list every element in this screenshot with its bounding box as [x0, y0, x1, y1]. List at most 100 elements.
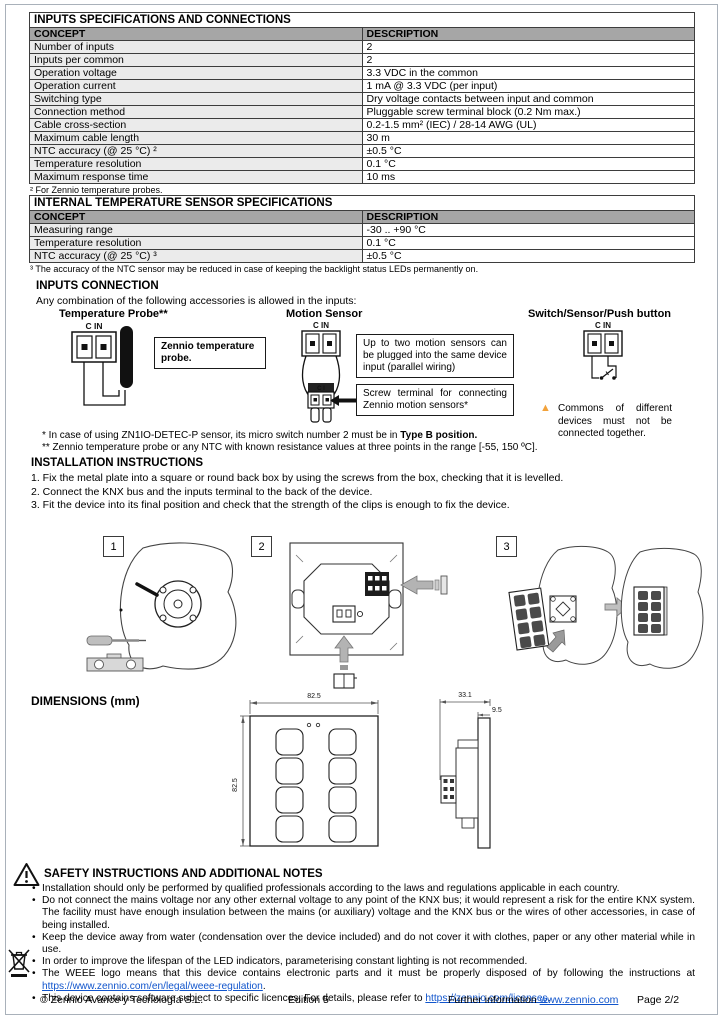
- figure-number-3: 3: [496, 536, 517, 557]
- bullet-suffix: .: [547, 992, 551, 1004]
- corner-marks: [295, 554, 398, 651]
- motion-sensor-diagram: C IN C I: [301, 321, 341, 423]
- installation-steps: 1. Fix the metal plate into a square or …: [31, 472, 563, 513]
- front-buttons: [275, 728, 357, 843]
- installation-step: 1. Fix the metal plate into a square or …: [31, 472, 564, 484]
- temperature-probe-note: Zennio temperature probe.: [154, 337, 266, 369]
- dim-width-line: [249, 700, 379, 714]
- arrowhead: [478, 713, 483, 717]
- right-clip: [388, 589, 402, 609]
- dot: [119, 608, 123, 612]
- figure-number-2: 2: [251, 536, 272, 557]
- concept-cell: Maximum cable length: [29, 131, 363, 145]
- concept-cell: Operation current: [29, 79, 363, 93]
- bullet-text: The WEEE logo means that this device con…: [42, 968, 695, 980]
- footer-edition: Edition 5: [288, 994, 329, 1006]
- connection-footnote-2: ** Zennio temperature probe or any NTC w…: [42, 442, 538, 453]
- further-info-text: Further information: [448, 994, 540, 1006]
- inputs-connection-intro: Any combination of the following accesso…: [36, 295, 357, 307]
- installation-step: 2. Connect the KNX bus and the inputs te…: [31, 485, 373, 498]
- arrow-up-icon: [334, 635, 354, 663]
- licenses-link[interactable]: https://zennio.com/licenses: [425, 992, 548, 1004]
- sensor-table-footnote: ³ The accuracy of the NTC sensor may be …: [30, 264, 479, 274]
- dimensions-heading: DIMENSIONS (mm): [31, 694, 140, 708]
- switch-warning-note: ▲ Commons of different devices must not …: [540, 402, 672, 441]
- dimensions-side-view: 33.1 9.5: [439, 692, 502, 849]
- column-header-concept: CONCEPT: [29, 27, 363, 41]
- description-cell: -30 .. +90 °C: [361, 223, 695, 237]
- sensor-terminal-band: [308, 383, 334, 392]
- concept-cell: Operation voltage: [29, 66, 363, 80]
- warning-triangle-icon: [13, 863, 40, 886]
- description-cell: 0.1 °C: [361, 157, 695, 171]
- concept-cell: NTC accuracy (@ 25 °C) ²: [29, 144, 363, 158]
- description-cell: ±0.5 °C: [361, 144, 695, 158]
- concept-cell: NTC accuracy (@ 25 °C) ³: [29, 249, 363, 263]
- zennio-website-link[interactable]: www.zennio.com: [539, 994, 619, 1006]
- switch-diagram: C IN: [583, 321, 623, 380]
- temperature-probe-diagram: C IN: [71, 321, 133, 406]
- dim-depth-label: 33.1: [458, 692, 472, 699]
- table-row: NTC accuracy (@ 25 °C) ³±0.5 °C: [29, 249, 695, 263]
- table-row: NTC accuracy (@ 25 °C) ²±0.5 °C: [29, 144, 695, 158]
- sensor-terminal-label: C I: [317, 386, 325, 392]
- safety-heading: SAFETY INSTRUCTIONS AND ADDITIONAL NOTES: [44, 868, 323, 880]
- footer-copyright: © Zennio Avance y Tecnología S.L.: [40, 994, 204, 1006]
- dim-height-label: 82.5: [232, 778, 239, 792]
- input-terminal-block: [583, 330, 623, 357]
- mounting-plate-square: [549, 595, 577, 623]
- arrow-left-icon: [330, 395, 356, 406]
- probe-shape: [120, 326, 133, 388]
- led-dot: [306, 722, 312, 728]
- arrow-left-icon: [400, 575, 434, 595]
- description-cell: 0.1 °C: [361, 236, 695, 250]
- switch-sensor-title: Switch/Sensor/Push button: [528, 308, 672, 320]
- front-panel-profile: [477, 717, 491, 849]
- installation-figure-3: [508, 545, 704, 669]
- concept-cell: Connection method: [29, 105, 363, 119]
- concept-cell: Maximum response time: [29, 170, 363, 184]
- screw: [135, 582, 159, 597]
- top-clip: [457, 739, 479, 749]
- dim-panel-label: 9.5: [492, 707, 502, 714]
- safety-bullet: Keep the device away from water (condens…: [29, 932, 695, 956]
- terminal-label: C IN: [86, 321, 103, 331]
- arrowhead: [484, 700, 490, 704]
- arrowhead: [241, 839, 245, 846]
- led-dot: [315, 722, 321, 728]
- weee-regulation-link[interactable]: https://www.zennio.com/en/legal/weee-reg…: [42, 980, 263, 992]
- description-cell: 10 ms: [361, 170, 695, 184]
- plug-piece: [340, 665, 348, 670]
- arrowhead: [241, 716, 245, 723]
- screwdriver-icon: [86, 635, 146, 646]
- input-terminal-block: [301, 330, 341, 357]
- arrow-up-right-icon: [546, 629, 566, 653]
- connection-footnote-1: * In case of using ZN1IO-DETEC-P sensor,…: [42, 430, 477, 442]
- switch-symbol: [591, 356, 617, 380]
- mounted-keypad: [633, 586, 668, 636]
- description-cell: 3.3 VDC in the common: [361, 66, 695, 80]
- device-front-face: [249, 715, 379, 847]
- concept-cell: Switching type: [29, 92, 363, 106]
- mounting-plate: [154, 580, 202, 628]
- description-cell: 2: [361, 40, 695, 54]
- concept-cell: Temperature resolution: [29, 236, 363, 250]
- concept-cell: Temperature resolution: [29, 157, 363, 171]
- temperature-probe-title: Temperature Probe**: [59, 308, 168, 320]
- keypad-device: [508, 587, 550, 651]
- inputs-table-footnote: ² For Zennio temperature probes.: [30, 185, 163, 195]
- installation-heading: INSTALLATION INSTRUCTIONS: [31, 457, 204, 469]
- sensor-screw-terminal: [307, 391, 335, 423]
- inputs-spec-table: INPUTS SPECIFICATIONS AND CONNECTIONS CO…: [29, 12, 695, 184]
- dim-depth-line: [439, 699, 491, 780]
- input-terminal-block: [71, 331, 117, 363]
- dim-width-label: 82.5: [307, 693, 321, 700]
- table-title: INTERNAL TEMPERATURE SENSOR SPECIFICATIO…: [29, 195, 695, 211]
- left-clip: [291, 589, 305, 609]
